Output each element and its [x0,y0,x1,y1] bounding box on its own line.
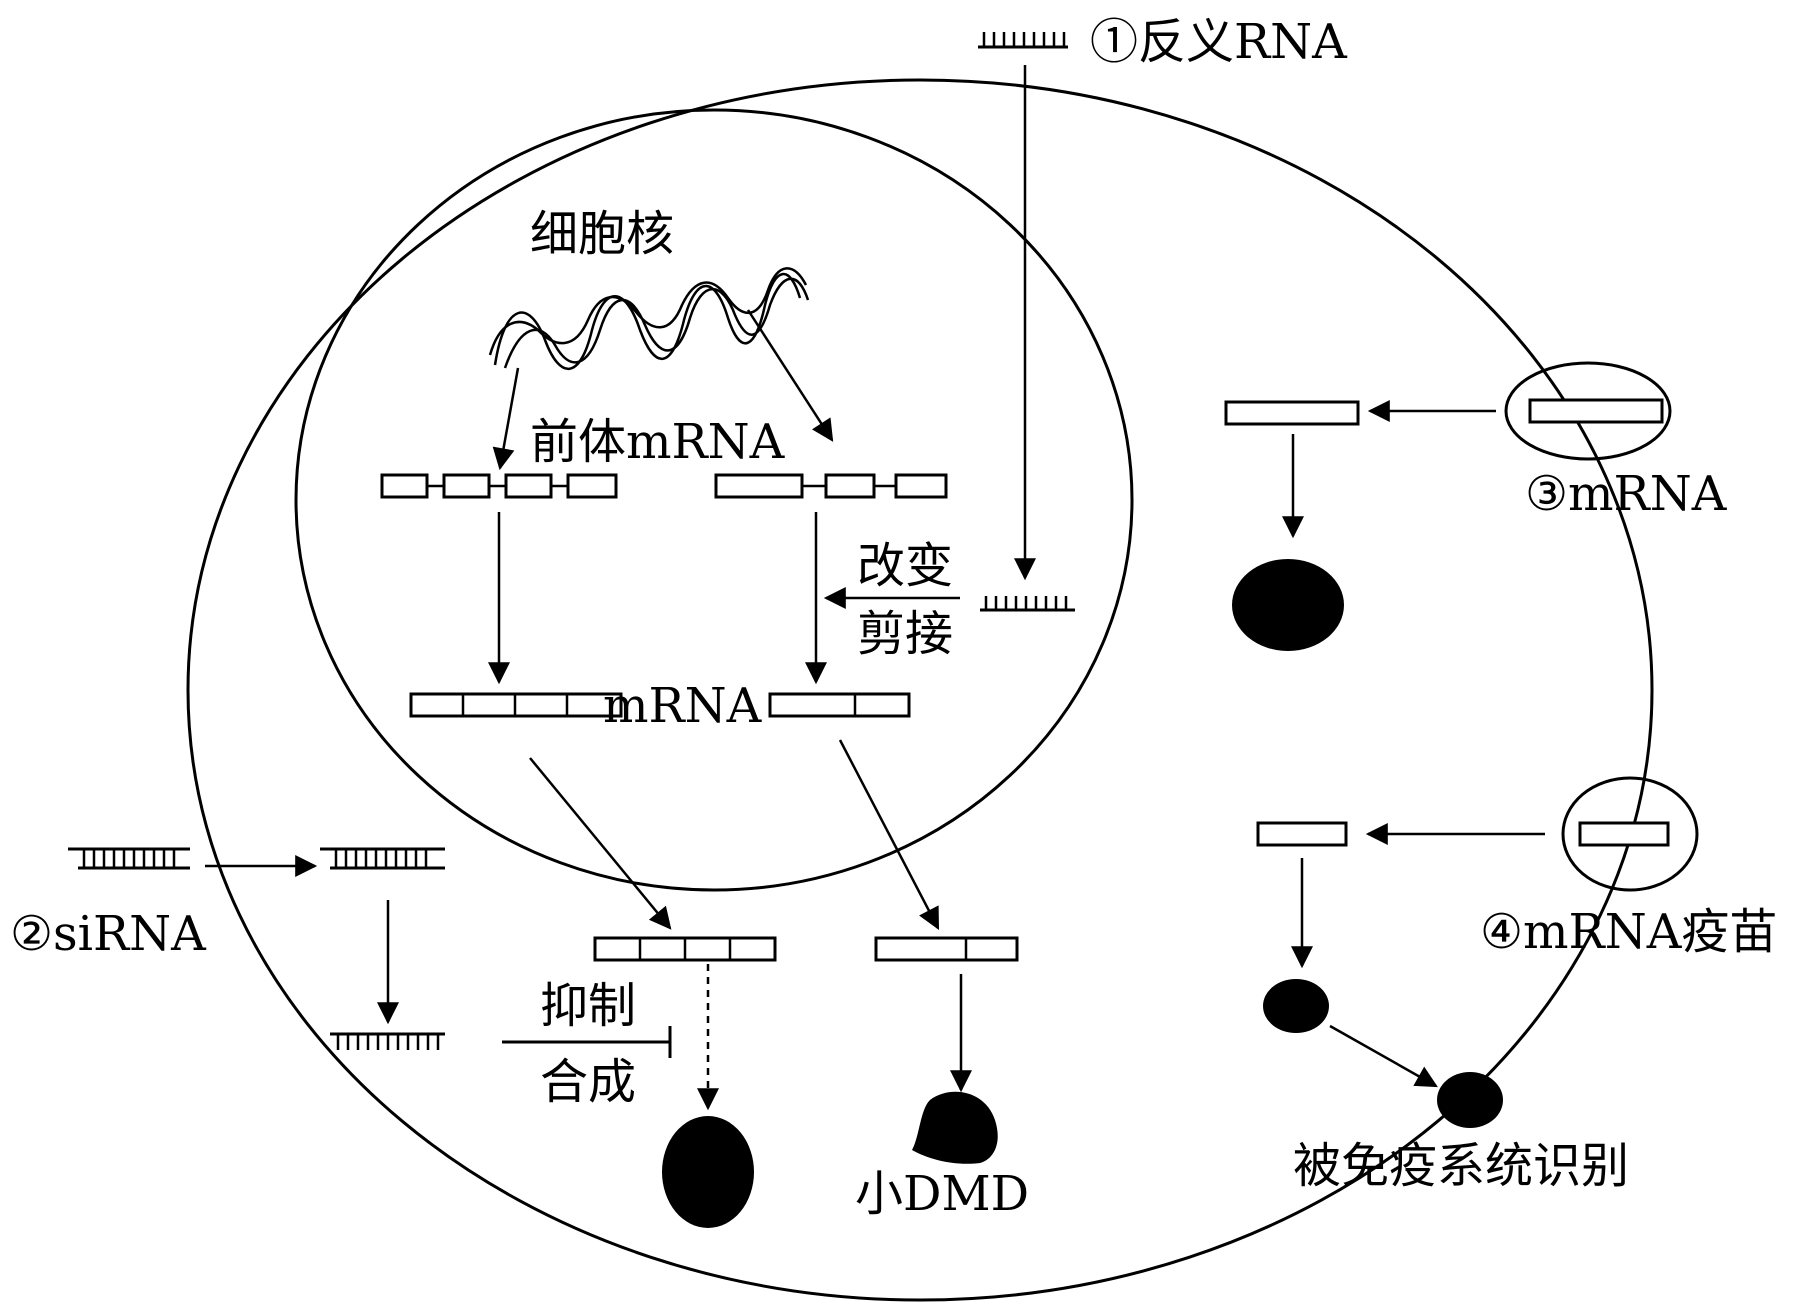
sirna-single-strand [330,1032,445,1050]
antisense-rna-inside [980,596,1075,612]
cell-membrane [186,78,1654,1302]
transcription-arrow-right [746,309,834,442]
pre-mrna-right [714,473,948,499]
transcription-arrow-left [492,367,520,471]
mrna-middle-label: mRNA [603,678,763,734]
nucleus-membrane [294,108,1134,892]
mrna-3-label: ③mRNA [1525,466,1728,522]
alter-splicing-bottom-label: 剪接 [857,606,953,662]
inhibition-bar [502,1026,672,1058]
antisense-rna-top [978,32,1068,49]
export-arrow-right [838,739,940,930]
sirna-label: ②siRNA [10,906,207,962]
mrna-vaccine-cargo [1578,821,1670,847]
small-dmd-protein [912,1091,998,1164]
mrna-3-cargo [1528,398,1664,424]
nucleus-label: 细胞核 [530,206,674,262]
alter-splicing-top-label: 改变 [857,538,953,594]
inhibit-top-label: 抑制 [540,978,636,1034]
mrna-3-protein [1232,559,1344,651]
pre-mrna-label: 前体mRNA [530,414,786,470]
mrna-vaccine-vesicle [1561,776,1699,892]
mrna-vaccine-released [1256,821,1348,847]
antisense-rna-label: ①反义RNA [1090,14,1348,70]
mrna-left [409,692,623,718]
dna-helix [488,267,810,371]
immune-recognition-label: 被免疫系统识别 [1293,1138,1629,1194]
mrna-right [768,692,911,718]
sirna-double-outside [68,847,190,870]
mrna-3-vesicle [1504,361,1672,461]
antigen-presentation-arrow [1329,1024,1438,1088]
export-arrow-left [529,757,672,930]
mrna-vaccine-label: ④mRNA疫苗 [1480,904,1777,960]
sirna-double-inside [320,847,445,870]
protein-blob-blocked [662,1116,754,1228]
small-dmd-label: 小DMD [855,1166,1029,1222]
pre-mrna-left [380,473,618,499]
presented-antigen-blob [1437,1072,1503,1128]
cytoplasm-mrna-left [593,936,777,962]
inhibit-bottom-label: 合成 [540,1054,636,1110]
antigen-blob [1263,979,1329,1033]
mrna-3-released [1224,400,1360,426]
cytoplasm-mrna-right [874,936,1019,962]
